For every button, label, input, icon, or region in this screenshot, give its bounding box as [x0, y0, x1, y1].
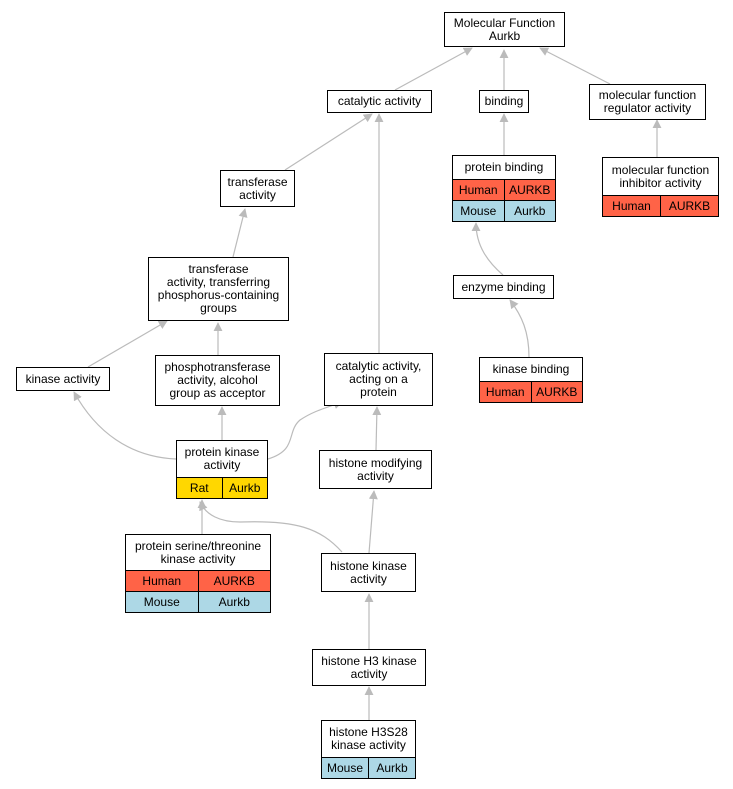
species-cell: Mouse: [453, 201, 504, 221]
edge-histkinase-to-protkinase: [199, 501, 343, 553]
edge-kinasebinding-to-enzymebinding: [509, 299, 530, 358]
gene-cell: Aurkb: [197, 592, 270, 612]
gene-cell: AURKB: [197, 571, 270, 591]
edge-enzymebinding-to-protbinding: [471, 222, 504, 276]
edge-histkinase-to-histmod: [368, 490, 378, 554]
node-phosphotransferase: phosphotransferase activity, alcohol gro…: [155, 355, 280, 406]
node-molecular-function-regulator: molecular function regulator activity: [589, 84, 706, 120]
species-cell: Human: [453, 180, 504, 200]
node-label: kinase binding: [492, 362, 570, 376]
node-catalytic-acting-on-protein: catalytic activity, acting on a protein: [324, 353, 433, 406]
node-label: histone H3S28 kinase activity: [329, 725, 408, 752]
node-molecular-function-inhibitor: molecular function inhibitor activity Hu…: [602, 157, 719, 217]
node-enzyme-binding: enzyme binding: [453, 275, 554, 299]
node-label: Molecular Function Aurkb: [453, 15, 556, 43]
edge-transferase-to-catalytic: [284, 113, 373, 171]
node-label: catalytic activity, acting on a protein: [335, 359, 422, 399]
edge-mfreg-to-mf: [539, 47, 611, 85]
node-label: molecular function inhibitor activity: [611, 162, 710, 190]
edge-protkinase-to-catprot: [267, 400, 343, 460]
node-kinase-activity: kinase activity: [16, 367, 110, 391]
gene-cell: AURKB: [530, 382, 582, 402]
species-cell: Mouse: [126, 592, 198, 612]
node-label: catalytic activity: [337, 94, 422, 108]
node-histone-h3-kinase: histone H3 kinase activity: [312, 649, 426, 686]
node-label: transferase activity: [227, 174, 288, 202]
node-label: protein serine/threonine kinase activity: [134, 538, 262, 566]
node-label: phosphotransferase activity, alcohol gro…: [164, 360, 271, 400]
gene-cell: Aurkb: [503, 201, 555, 221]
node-label: kinase activity: [25, 371, 101, 386]
node-catalytic-activity: catalytic activity: [327, 90, 432, 113]
node-molecular-function: Molecular Function Aurkb: [444, 12, 565, 47]
node-histone-modifying: histone modifying activity: [319, 450, 432, 489]
edge-kinase-to-transphos: [87, 320, 168, 368]
species-cell: Human: [603, 196, 660, 216]
edge-catalytic-to-mf: [394, 47, 473, 91]
species-cell: Mouse: [322, 758, 368, 778]
node-protein-serine-threonine-kinase: protein serine/threonine kinase activity…: [125, 534, 271, 613]
edge-transphos-to-transferase: [232, 208, 248, 258]
node-label: histone kinase activity: [330, 558, 407, 586]
gene-cell: AURKB: [503, 180, 555, 200]
node-label: protein kinase activity: [184, 445, 260, 472]
node-label: enzyme binding: [461, 279, 546, 294]
node-label: protein binding: [464, 160, 544, 174]
gene-cell: AURKB: [660, 196, 718, 216]
node-label: transferase activity, transferring phosp…: [157, 262, 280, 315]
species-cell: Human: [480, 382, 531, 402]
node-label: histone modifying activity: [328, 455, 423, 483]
gene-cell: Aurkb: [368, 758, 415, 778]
species-cell: Human: [126, 571, 198, 591]
node-transferase-activity: transferase activity: [220, 170, 295, 207]
node-label: binding: [484, 94, 524, 108]
node-histone-kinase: histone kinase activity: [321, 553, 416, 592]
node-label: histone H3 kinase activity: [321, 653, 417, 681]
edge-protkinase-to-kinase: [73, 391, 177, 460]
node-label: molecular function regulator activity: [598, 88, 697, 115]
edge-histmod-to-catprot: [372, 406, 382, 451]
gene-cell: Aurkb: [221, 478, 267, 498]
node-binding: binding: [479, 90, 529, 113]
species-cell: Rat: [177, 478, 222, 498]
node-transferase-phosphorus: transferase activity, transferring phosp…: [148, 257, 289, 321]
